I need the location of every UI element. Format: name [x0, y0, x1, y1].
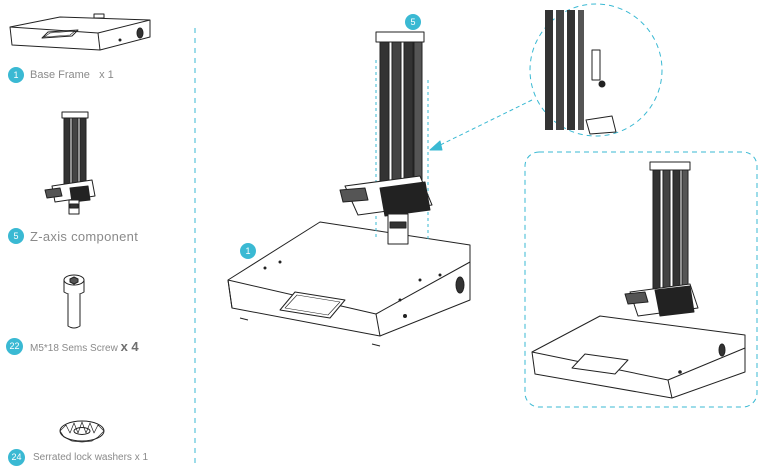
part-number-badge-22: 22 [6, 338, 23, 355]
screw-thumbnail [63, 274, 85, 329]
part-name: M5*18 Sems Screw [30, 343, 118, 354]
part-label-z-axis: Z-axis component [30, 229, 139, 244]
main-z-axis [339, 31, 433, 245]
part-qty: x 4 [120, 339, 139, 354]
part-qty: x 1 [99, 69, 114, 81]
detail-arrow [429, 99, 533, 151]
part-label-base-frame: Base Frame x 1 [30, 69, 114, 81]
washer-thumbnail [59, 420, 105, 443]
z-axis-thumbnail [44, 111, 96, 215]
part-label-washer: Serrated lock washers x 1 [33, 452, 149, 463]
part-number-badge-1: 1 [8, 67, 24, 83]
main-base-frame [227, 221, 471, 347]
base-frame-thumbnail [9, 13, 151, 51]
detail-magnifier [529, 3, 663, 137]
callout-badge-base: 1 [240, 243, 256, 259]
result-panel [524, 151, 758, 408]
part-number-badge-24: 24 [8, 449, 25, 466]
part-label-screw: M5*18 Sems Screw x 4 [30, 339, 139, 354]
callout-badge-z-axis: 5 [405, 14, 421, 30]
part-name: Base Frame [30, 69, 90, 81]
part-number-badge-5: 5 [8, 228, 24, 244]
